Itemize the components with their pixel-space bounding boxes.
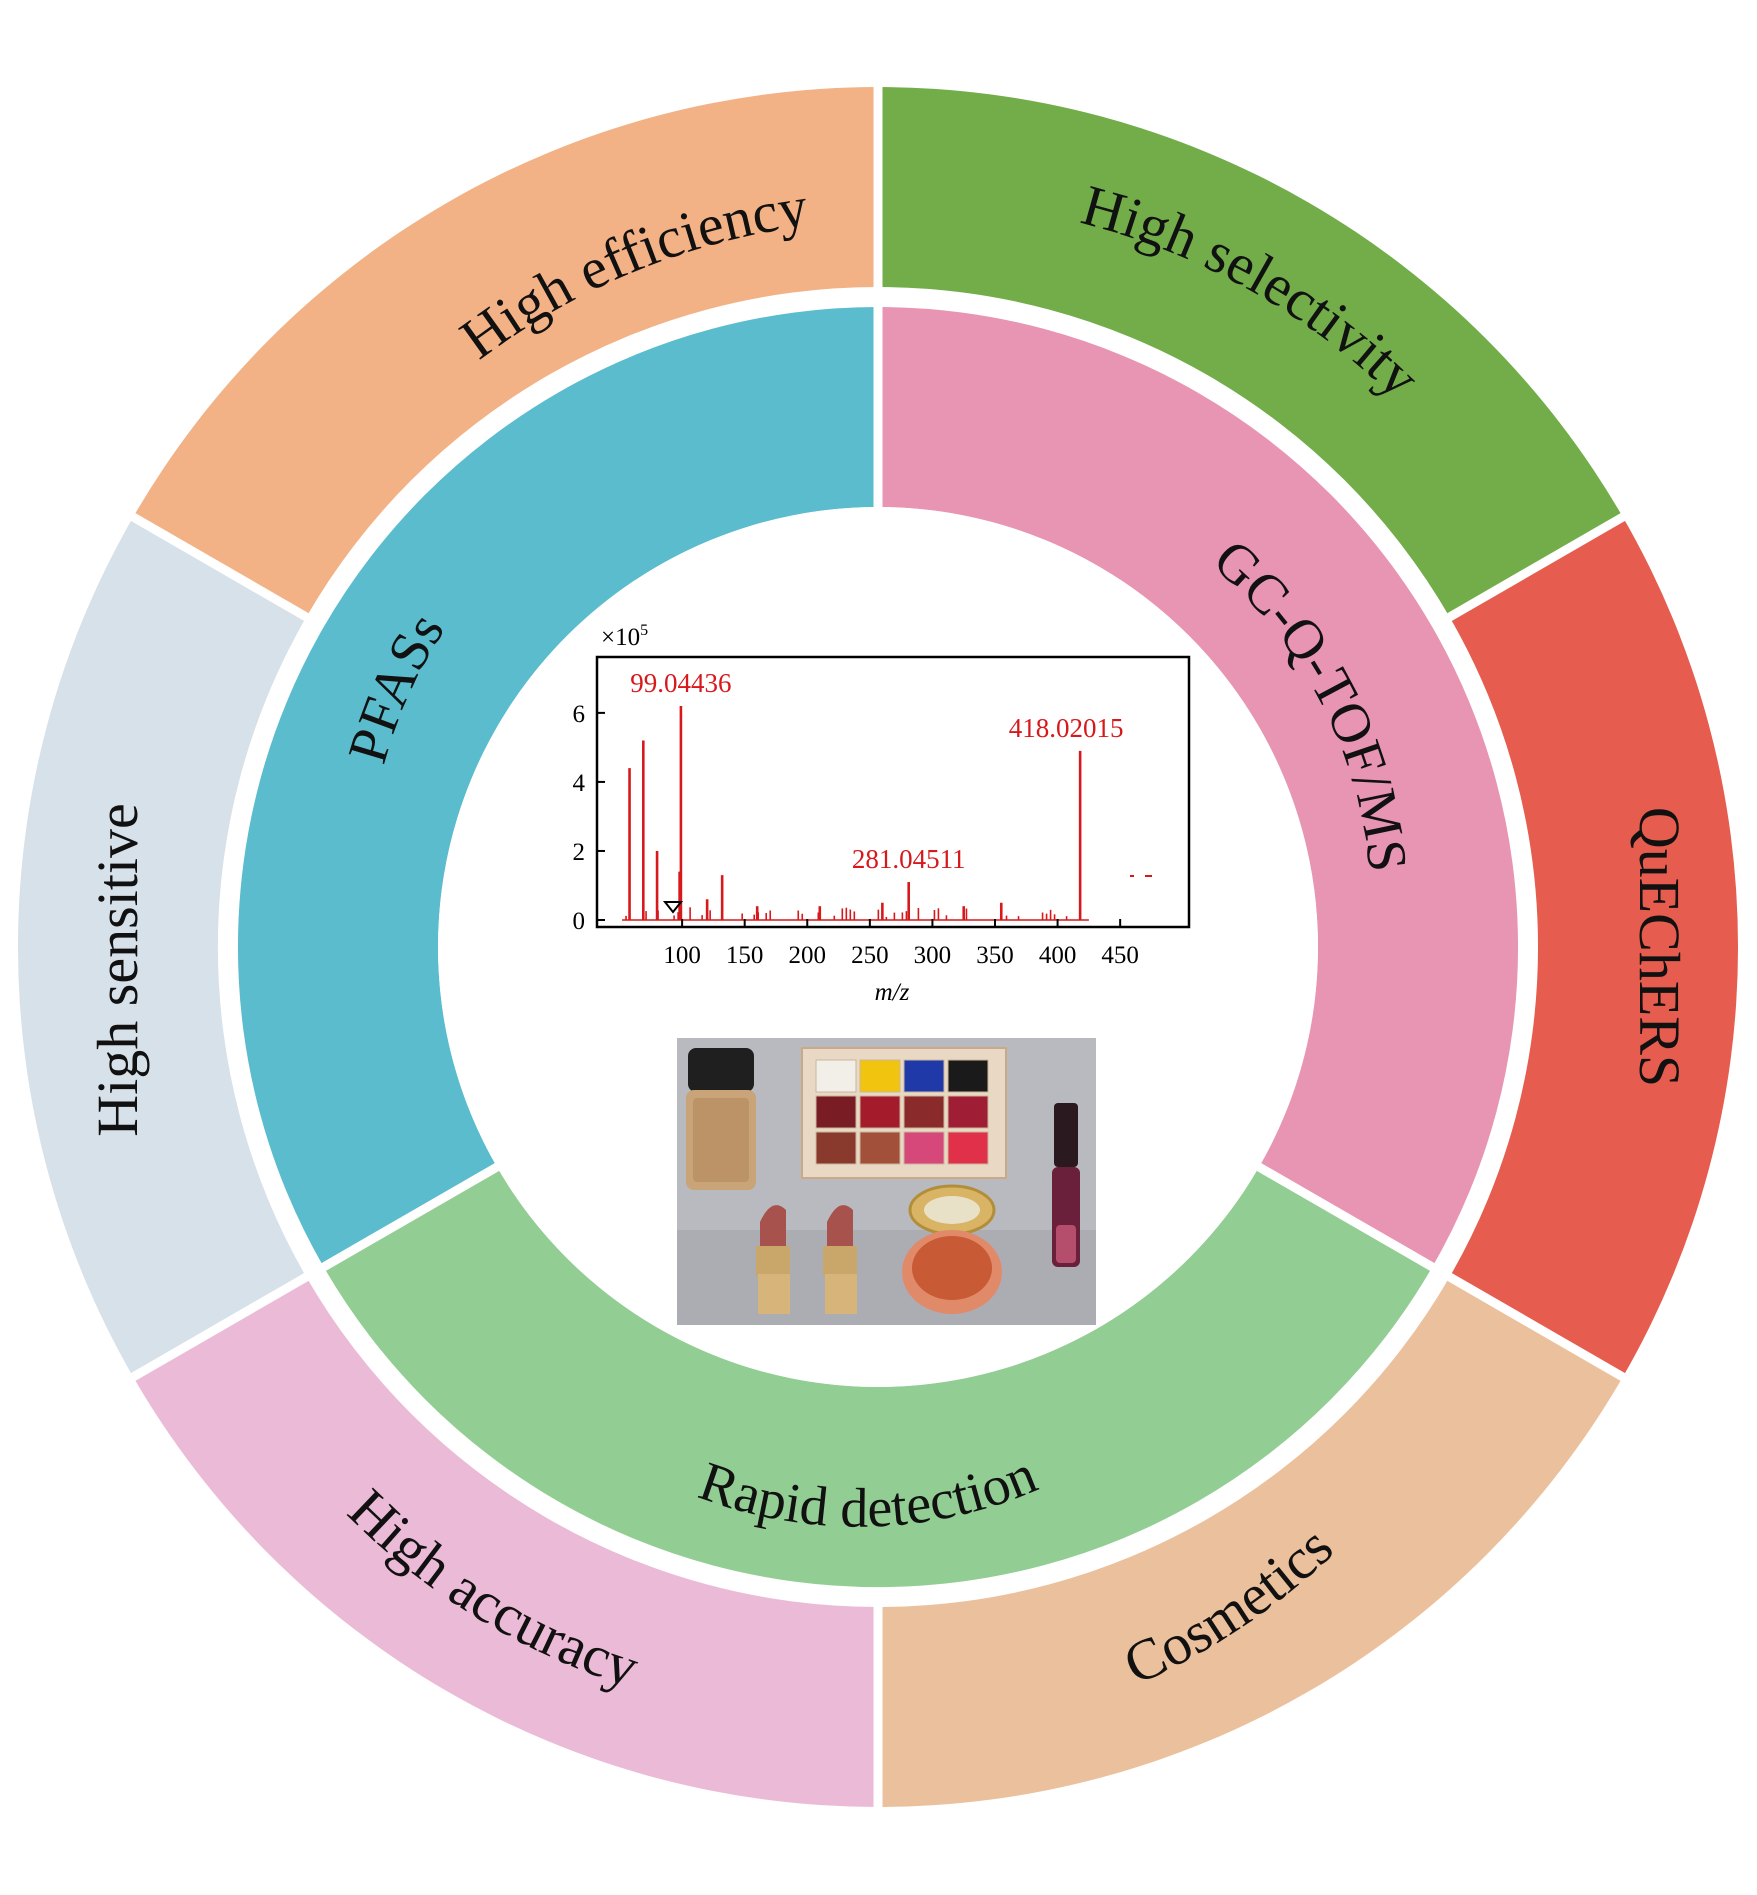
outer-segment-cosmetics <box>878 1277 1623 1807</box>
foundation-bottle-icon <box>686 1048 756 1190</box>
label-quechers: QuEChERS <box>1627 807 1692 1087</box>
mass-spectrum-chart: ×105 0 2 4 6 100 150 200 250 300 350 400 450 99.04… <box>573 622 1191 1006</box>
palette-well <box>859 1131 901 1165</box>
palette-well <box>947 1059 989 1093</box>
peak-label: 418.02015 <box>1009 713 1124 743</box>
palette-well <box>947 1095 989 1129</box>
palette-well <box>859 1059 901 1093</box>
x-tick-label: 400 <box>1039 942 1077 969</box>
outer-segment-high-accuracy <box>133 1277 878 1807</box>
x-axis-label: m/z <box>875 979 910 1006</box>
outer-segment-high-selectivity <box>878 87 1623 617</box>
palette-well <box>947 1131 989 1165</box>
y-tick-label: 0 <box>573 908 586 935</box>
separator-outer-upper-right <box>1444 509 1632 623</box>
separator-outer-upper-left <box>124 509 312 623</box>
eyeshadow-palette-icon <box>801 1047 1007 1179</box>
palette-well <box>903 1059 945 1093</box>
separator-outer-lower-left <box>124 1271 312 1385</box>
x-tick-label: 300 <box>914 942 952 969</box>
separator-outer-lower-right <box>1444 1271 1632 1385</box>
inner-segment-rapid-detection <box>323 1167 1433 1588</box>
inner-ring <box>237 306 1519 1588</box>
y-multiplier: ×105 <box>601 622 648 651</box>
palette-well <box>903 1131 945 1165</box>
peak-labels: 99.04436 418.02015 281.04511 <box>630 668 1123 874</box>
x-tick-label: 150 <box>726 942 764 969</box>
y-axis: 0 2 4 6 <box>573 701 605 935</box>
peak-label: 281.04511 <box>852 844 966 874</box>
ring-separators <box>124 80 1632 1814</box>
palette-well <box>815 1059 857 1093</box>
x-tick-label: 200 <box>789 942 827 969</box>
peak-marker-icon <box>662 901 684 914</box>
separator-inner-lower-right <box>1254 1161 1441 1275</box>
palette-well <box>815 1131 857 1165</box>
x-tick-label: 100 <box>663 942 701 969</box>
y-tick-label: 6 <box>573 701 586 728</box>
palette-well <box>903 1095 945 1129</box>
ring-gap-circle <box>220 289 1536 1605</box>
lipstick-icon <box>756 1205 790 1314</box>
outer-segment-high-sensitive <box>17 517 307 1377</box>
x-tick-label: 350 <box>976 942 1014 969</box>
outer-segment-high-efficiency <box>133 87 878 617</box>
y-tick-label: 2 <box>573 839 586 866</box>
inner-segment-pfass <box>237 306 878 1267</box>
lipstick-icon <box>823 1205 857 1314</box>
inner-segment-gc-q-tof-ms <box>878 307 1519 1267</box>
x-axis: 100 150 200 250 300 350 400 450 <box>663 919 1139 969</box>
palette-well <box>815 1095 857 1129</box>
x-tick-label: 250 <box>851 942 889 969</box>
y-tick-label: 4 <box>573 770 586 797</box>
blush-compact-icon <box>902 1184 1002 1314</box>
outer-segment-quechers <box>1449 517 1739 1377</box>
photo-table-shade <box>677 1230 1096 1325</box>
lip-gloss-icon <box>1052 1103 1080 1267</box>
main-peaks <box>628 705 1082 920</box>
peak-label: 99.04436 <box>630 668 731 698</box>
plot-frame <box>595 655 1191 929</box>
noise-peaks <box>622 907 1089 921</box>
outer-ring <box>17 87 1739 1807</box>
palette-well <box>859 1095 901 1129</box>
cosmetics-photo <box>677 1038 1096 1325</box>
separator-inner-lower-left <box>315 1161 502 1275</box>
label-high-sensitive: High sensitive <box>85 803 150 1136</box>
x-tick-label: 450 <box>1101 942 1139 969</box>
